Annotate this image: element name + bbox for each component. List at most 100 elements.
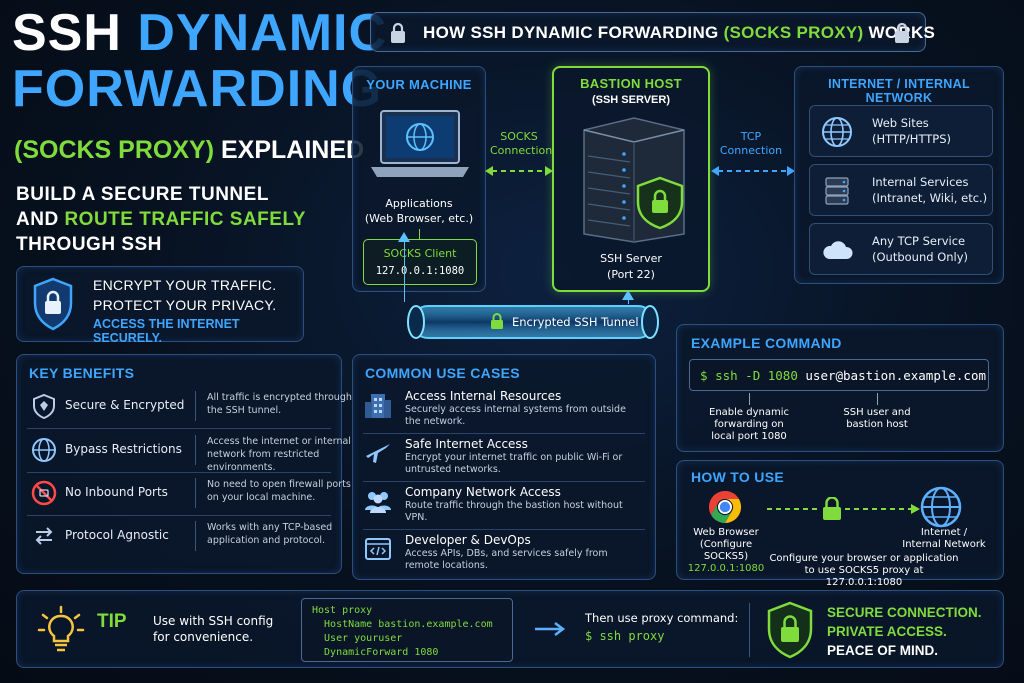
code-window-icon [365, 538, 391, 560]
divider [749, 603, 750, 657]
lock-icon [895, 22, 909, 43]
service-any-tcp: Any TCP Service (Outbound Only) [809, 223, 993, 275]
shield-lock-icon [33, 277, 73, 331]
encrypted-tunnel [407, 305, 659, 339]
shield-lock-icon [767, 601, 813, 659]
encrypt-line-2: PROTECT YOUR PRIVACY. [93, 297, 277, 313]
use-cases-panel: COMMON USE CASES Access Internal Resourc… [352, 354, 656, 580]
benefit-row: Bypass Restrictions Access the internet … [17, 429, 351, 473]
tcp-connection-arrow [711, 166, 795, 176]
use-case-desc: Encrypt your internet traffic on public … [405, 452, 623, 475]
example-command-panel: EXAMPLE COMMAND $ ssh -D 1080 user@basti… [676, 324, 1004, 452]
benefit-row: No Inbound Ports No need to open firewal… [17, 472, 351, 514]
server-rack-icon [825, 177, 849, 205]
internet-label: Internet / Internal Network [902, 527, 986, 550]
socks-connection-arrow [485, 166, 553, 176]
benefit-desc: No need to open firewall ports on your l… [207, 479, 351, 503]
subtitle-line-1: BUILD A SECURE TUNNEL [16, 184, 269, 205]
bastion-subheader: (SSH SERVER) [591, 94, 671, 106]
arrow-up-icon [622, 290, 634, 300]
globe-icon [920, 486, 962, 528]
example-header: EXAMPLE COMMAND [691, 335, 842, 351]
title-line-1: SSH DYNAMIC [12, 4, 388, 62]
use-case-row: Company Network Access Route traffic thr… [353, 481, 655, 528]
use-case-row: Safe Internet Access Encrypt your intern… [353, 433, 655, 480]
command-box: $ ssh -D 1080 user@bastion.example.com [689, 359, 989, 391]
airplane-icon [366, 444, 390, 463]
benefit-desc: Access the internet or internal network … [207, 436, 351, 473]
server-icon [583, 117, 685, 243]
key-benefits-header: KEY BENEFITS [29, 365, 135, 381]
use-case-desc: Access APIs, DBs, and services safely fr… [405, 548, 608, 571]
divider [363, 433, 645, 434]
lightbulb-icon [37, 605, 85, 652]
use-case-desc: Route traffic through the bastion host w… [405, 500, 623, 523]
use-case-title: Access Internal Resources [405, 389, 562, 403]
divider [363, 481, 645, 482]
use-case-desc: Securely access internal systems from ou… [405, 404, 626, 427]
key-benefits-panel: KEY BENEFITS Secure & Encrypted All traf… [16, 354, 352, 574]
then-text: Then use proxy command: [585, 611, 739, 625]
building-icon [365, 394, 391, 418]
divider [195, 435, 196, 465]
command-text: $ ssh -D 1080 user@bastion.example.com [700, 368, 987, 383]
benefit-label: No Inbound Ports [65, 485, 168, 499]
no-entry-icon [31, 480, 57, 506]
title-line-3: (SOCKS PROXY) EXPLAINED [14, 136, 365, 164]
ssh-server-label: SSH Server [600, 252, 662, 265]
lock-icon [491, 313, 503, 329]
divider [363, 529, 645, 530]
service-title: Web Sites (HTTP/HTTPS) [872, 116, 952, 146]
internet-panel: INTERNET / INTERNAL NETWORK Web Sites (H… [794, 66, 1004, 284]
bastion-header: BASTION HOST [580, 76, 682, 91]
applications-label: Applications [385, 197, 453, 210]
cloud-icon [823, 241, 853, 259]
socks-client-box: SOCKS Client 127.0.0.1:1080 [363, 239, 477, 285]
divider [27, 472, 331, 473]
globe-icon [32, 438, 56, 462]
use-case-title: Developer & DevOps [405, 533, 531, 547]
command-note-2: SSH user and bastion host [843, 407, 911, 430]
client-connector [419, 229, 420, 239]
use-case-row: Access Internal Resources Securely acces… [353, 385, 655, 432]
use-case-title: Company Network Access [405, 485, 561, 499]
tcp-connection-label: TCP Connection [719, 130, 783, 157]
encrypt-line-3: ACCESS THE INTERNET SECURELY. [93, 317, 240, 345]
secure-tagline: SECURE CONNECTION. PRIVATE ACCESS. PEACE… [827, 605, 982, 658]
swap-arrows-icon [35, 527, 53, 545]
laptop-icon [371, 110, 469, 177]
browser-label: Web Browser (Configure SOCKS5) 127.0.0.1… [687, 527, 765, 574]
chrome-browser-icon [708, 490, 742, 524]
socks-client-label: SOCKS Client [383, 247, 457, 260]
shield-icon [33, 393, 55, 419]
tip-label: TIP [97, 611, 127, 632]
applications-sublabel: (Web Browser, etc.) [364, 212, 474, 225]
your-machine-header: YOUR MACHINE [366, 77, 472, 92]
divider [195, 391, 196, 421]
tunnel-connector-left [404, 238, 405, 302]
then-command: $ ssh proxy [585, 629, 665, 643]
tunnel-label: Encrypted SSH Tunnel [512, 315, 639, 329]
tip-text: Use with SSH config for convenience. [153, 614, 274, 644]
socks-connection-label: SOCKS Connection [490, 130, 553, 157]
benefit-row: Secure & Encrypted All traffic is encryp… [17, 385, 352, 427]
service-title: Internal Services (Intranet, Wiki, etc.) [872, 175, 988, 205]
arrow-up-icon [398, 232, 410, 242]
service-title: Any TCP Service (Outbound Only) [872, 234, 969, 264]
tip-bar: TIP Use with SSH config for convenience.… [16, 590, 1004, 668]
benefit-label: Secure & Encrypted [65, 398, 185, 412]
globe-icon [822, 117, 852, 147]
ssh-config-box: Host proxy HostName bastion.example.com … [301, 598, 513, 662]
how-to-use-note: Configure your browser or application to… [769, 553, 959, 588]
internet-header: INTERNET / INTERNAL NETWORK [828, 77, 970, 105]
your-machine-panel: YOUR MACHINE Applications (Web Browser, … [352, 66, 486, 292]
title-line-2: FORWARDING [12, 60, 383, 118]
benefit-row: Protocol Agnostic Works with any TCP-bas… [17, 515, 341, 557]
encrypt-line-1: ENCRYPT YOUR TRAFFIC. [93, 277, 277, 293]
divider [27, 428, 331, 429]
ssh-config-text: Host proxy HostName bastion.example.com … [312, 605, 493, 658]
users-icon [365, 492, 391, 513]
subtitle-line-2: AND ROUTE TRAFFIC SAFELY [16, 209, 306, 230]
use-cases-header: COMMON USE CASES [365, 365, 520, 381]
command-note-1: Enable dynamic forwarding on local port … [709, 407, 789, 442]
